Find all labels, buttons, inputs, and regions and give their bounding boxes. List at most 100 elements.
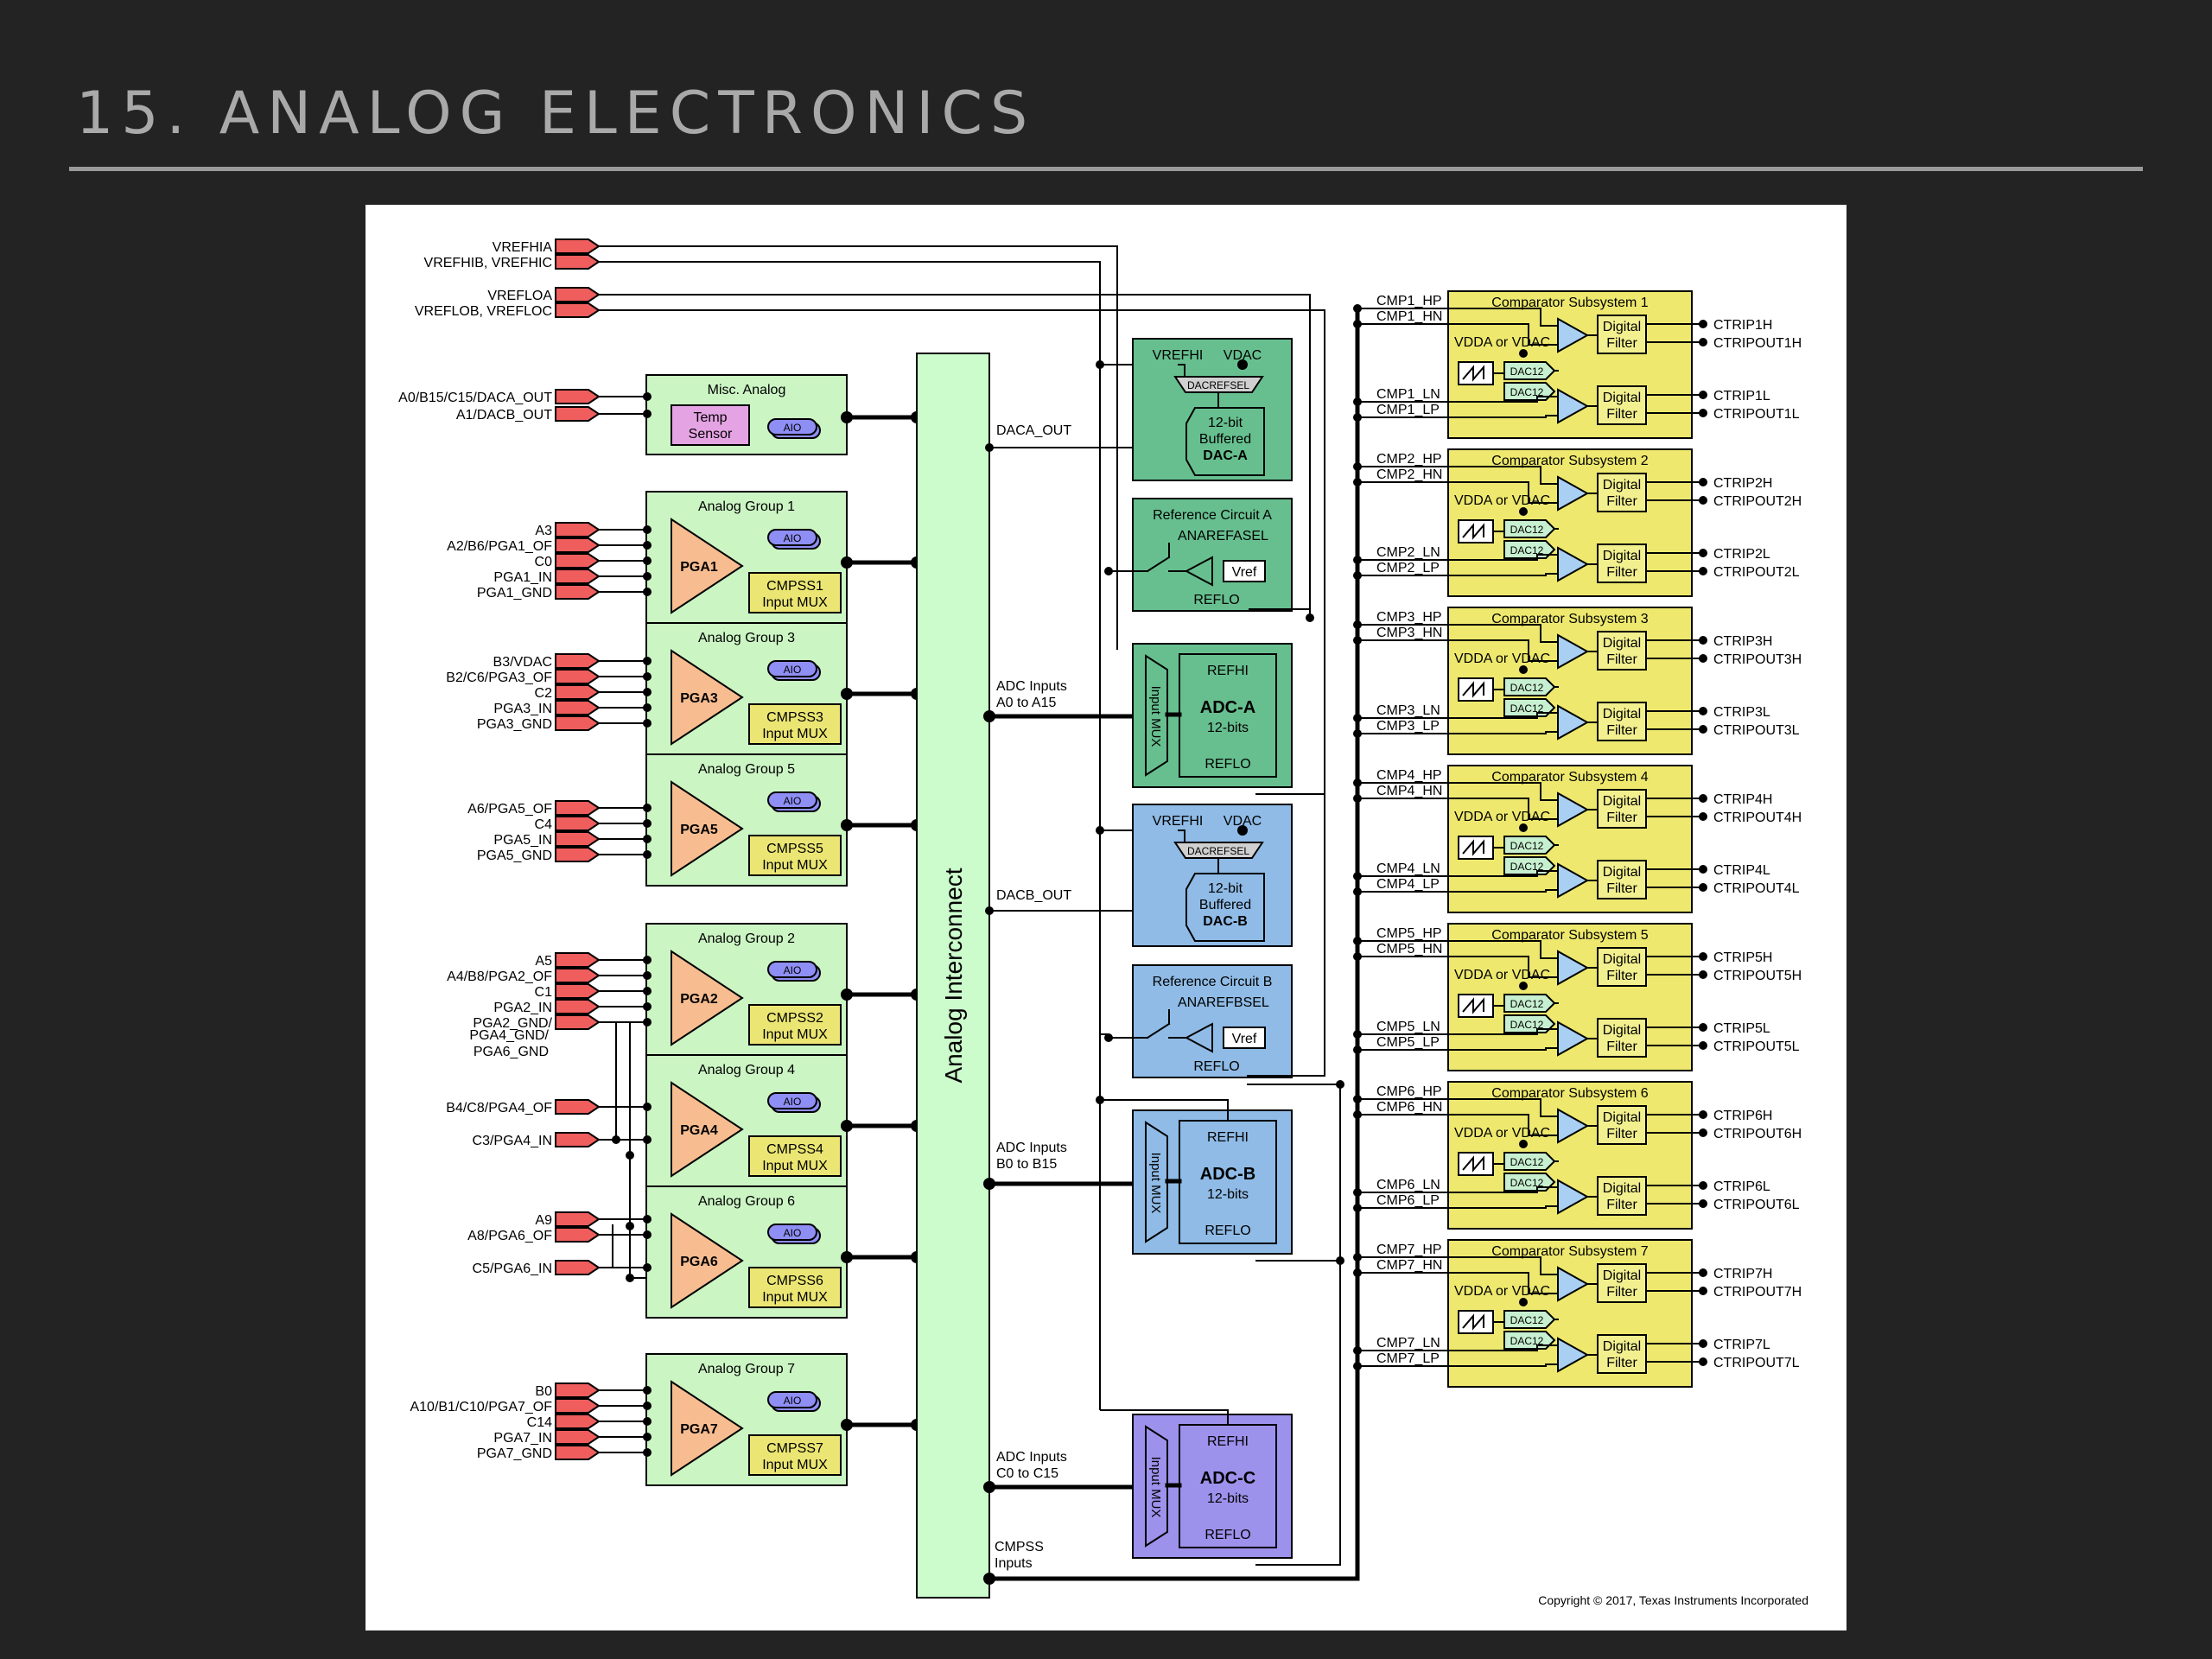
aio-label: AIO: [784, 664, 802, 676]
junction-dot: [612, 1135, 620, 1144]
pin-marker: [555, 1211, 601, 1227]
dac12-block: [1503, 1310, 1556, 1329]
wire: [599, 245, 1118, 605]
wire: [1448, 1047, 1558, 1051]
ramp-wave: [1462, 523, 1484, 540]
cmpss-label: CMPSS3: [766, 710, 823, 725]
comparator-output-label: CTRIPOUT6H: [1713, 1127, 1802, 1141]
junction-dot: [841, 1419, 853, 1431]
dac12-block: [1503, 677, 1556, 696]
wire: [1448, 731, 1558, 734]
comparator-output-label: CTRIP3L: [1713, 705, 1770, 720]
refhi-label: REFHI: [1207, 1434, 1249, 1449]
reflo-label: REFLO: [1205, 757, 1250, 772]
comparator-opamp: [1557, 546, 1590, 582]
reflo-label: REFLO: [1193, 593, 1239, 607]
junction-dot: [643, 392, 652, 401]
digital-filter-label: Digital: [1603, 952, 1641, 967]
comparator-output-label: CTRIPOUT3L: [1713, 723, 1800, 738]
dac12-label: DAC12: [1510, 524, 1544, 536]
digital-filter-box: [1597, 702, 1647, 741]
input-mux-label: Input MUX: [762, 727, 828, 741]
junction-dot: [1699, 883, 1707, 892]
pin-marker: [555, 537, 601, 553]
wire: [1448, 554, 1558, 561]
digital-filter-label: Filter: [1606, 810, 1637, 825]
digital-filter-label: Digital: [1603, 549, 1641, 563]
junction-dot: [1096, 826, 1104, 835]
junction-dot: [1699, 567, 1707, 575]
dacrefsel-mux: [1173, 376, 1264, 393]
pga-triangle: [671, 518, 744, 614]
digital-filter-label: Filter: [1606, 1127, 1637, 1141]
wire: [1448, 889, 1558, 893]
junction-dot: [1699, 1357, 1707, 1366]
pin-marker: [555, 1445, 601, 1460]
digital-filter-label: Filter: [1606, 969, 1637, 983]
dac-label: Buffered: [1199, 898, 1251, 912]
bus-label: DACA_OUT: [996, 423, 1071, 438]
reflo-label: REFLO: [1193, 1059, 1239, 1074]
dac12-block: [1503, 994, 1556, 1013]
junction-dot: [983, 710, 995, 722]
digital-filter-box: [1597, 315, 1647, 354]
aio-label: AIO: [784, 795, 802, 807]
comparator-title: Comparator Subsystem 1: [1491, 296, 1649, 310]
digital-filter-box: [1597, 947, 1647, 987]
comparator-opamp: [1557, 633, 1590, 670]
junction-dot: [1699, 320, 1707, 328]
pin-marker: [555, 1429, 601, 1445]
comparator-input-label: CMP4_LN: [1376, 861, 1440, 876]
dac-name: DAC-B: [1203, 914, 1248, 929]
junction-dot: [1353, 462, 1362, 471]
comparator-title: Comparator Subsystem 2: [1491, 454, 1649, 468]
pin-label: B4/C8/PGA4_OF: [446, 1101, 552, 1116]
pin-marker: [555, 406, 601, 422]
pin-marker: [555, 847, 601, 862]
junction-dot: [1699, 1181, 1707, 1190]
ramp-generator: [1458, 519, 1494, 543]
dac12-label: DAC12: [1510, 840, 1544, 852]
anarefsel-label: ANAREFASEL: [1178, 529, 1268, 543]
comparator-output-label: CTRIP3H: [1713, 634, 1772, 649]
junction-dot: [1699, 952, 1707, 961]
junction-dot: [1104, 567, 1113, 575]
comparator-input-label: CMP3_LN: [1376, 703, 1440, 718]
junction-dot: [1699, 636, 1707, 645]
digital-filter-box: [1597, 473, 1647, 512]
junction-dot: [1699, 654, 1707, 663]
junction-dot: [1353, 413, 1362, 422]
dacrefsel-mux: [1173, 842, 1264, 859]
junction-dot: [643, 672, 652, 681]
comparator-input-label: CMP1_LP: [1376, 403, 1440, 417]
comparator-subsystem-5: Comparator Subsystem 5CMP5_HPCMP5_HNCMP5…: [1353, 923, 1802, 1071]
input-mux-label: Input MUX: [1148, 1457, 1163, 1518]
junction-dot: [841, 1120, 853, 1132]
junction-dot: [1353, 478, 1362, 486]
junction-dot: [643, 1433, 652, 1441]
comparator-output-label: CTRIPOUT3H: [1713, 652, 1802, 667]
junction-dot: [1353, 571, 1362, 580]
comparator-input-label: CMP3_LP: [1376, 719, 1440, 734]
input-mux-label: Input MUX: [762, 1290, 828, 1305]
junction-dot: [1353, 636, 1362, 645]
digital-filter-label: Filter: [1606, 1039, 1637, 1054]
temp-sensor-label: Temp: [693, 410, 727, 425]
wire: [1448, 782, 1558, 801]
junction-dot: [983, 1481, 995, 1493]
vdda-label: VDDA or VDAC: [1454, 1284, 1550, 1299]
junction-dot: [983, 1573, 995, 1585]
junction-dot: [643, 1018, 652, 1027]
digital-filter-label: Digital: [1603, 1268, 1641, 1283]
junction-dot: [1096, 360, 1104, 369]
ramp-wave: [1462, 1313, 1484, 1331]
junction-dot: [643, 850, 652, 859]
dac12-label: DAC12: [1510, 1314, 1544, 1326]
junction-dot: [1353, 1268, 1362, 1277]
title-underline: [69, 167, 2143, 171]
wire: [629, 1021, 646, 1279]
pga-label: PGA6: [680, 1255, 718, 1269]
pga-label: PGA2: [680, 992, 718, 1007]
